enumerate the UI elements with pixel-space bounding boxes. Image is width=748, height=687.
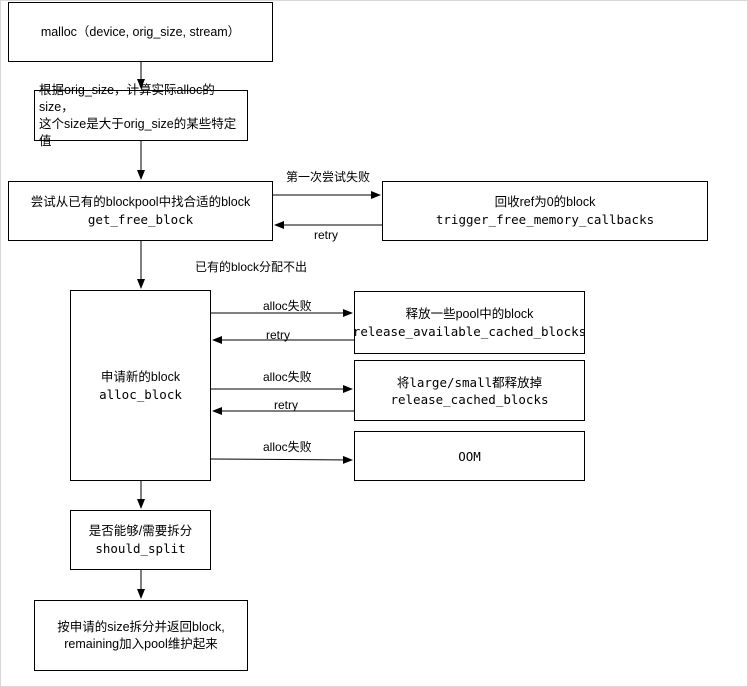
node-oom: OOM [354,431,585,481]
node-release-cached-fn: release_cached_blocks [390,391,549,407]
node-get-free-block: 尝试从已有的blockpool中找合适的block get_free_block [8,181,273,241]
node-release-available-fn: release_available_cached_blocks [352,323,587,339]
node-should-split-fn: should_split [95,541,186,556]
edge-label-retry-3: retry [274,398,298,412]
node-should-split-desc: 是否能够/需要拆分 [88,524,193,538]
edge-label-no-block: 已有的block分配不出 [195,260,308,274]
node-compute-size: 根据orig_size，计算实际alloc的size， 这个size是大于ori… [34,83,248,148]
edge-label-alloc-fail-1: alloc失败 [263,299,312,313]
arrow-alloc-to-oom [210,455,353,464]
node-release-available-desc: 释放一些pool中的block [405,306,534,321]
node-return-block: 按申请的size拆分并返回block, remaining加入pool维护起来 [34,600,248,671]
node-release-cached-desc: 将large/small都释放掉 [396,374,543,390]
edge-label-retry-1: retry [314,228,338,242]
node-should-split: 是否能够/需要拆分 should_split [70,510,211,570]
edge-label-alloc-fail-2: alloc失败 [263,370,312,384]
edge-label-first-fail: 第一次尝试失败 [286,170,371,184]
edge-label-alloc-fail-3: alloc失败 [263,440,312,454]
node-release-cached: 将large/small都释放掉 release_cached_blocks [354,360,585,421]
node-alloc-block-desc: 申请新的block [100,369,181,384]
node-get-free-block-fn: get_free_block [87,212,194,227]
node-trigger-free-fn: trigger_free_memory_callbacks [435,212,655,227]
node-get-free-block-desc: 尝试从已有的blockpool中找合适的block [30,195,251,209]
node-malloc: malloc（device, orig_size, stream） [8,2,273,62]
node-malloc-text: malloc（device, orig_size, stream） [40,24,241,39]
node-return-block-line2: remaining加入pool维护起来 [64,636,218,651]
node-release-available: 释放一些pool中的block release_available_cached… [352,291,587,354]
node-trigger-free: 回收ref为0的block trigger_free_memory_callba… [382,181,708,241]
node-compute-size-line2: 这个size是大于orig_size的某些特定值 [39,116,237,148]
node-trigger-free-desc: 回收ref为0的block [494,195,596,209]
node-alloc-block: 申请新的block alloc_block [70,290,211,481]
edge-label-retry-2: retry [266,328,290,342]
node-oom-text: OOM [458,448,481,464]
node-compute-size-line1: 根据orig_size，计算实际alloc的size， [39,82,215,114]
node-return-block-line1: 按申请的size拆分并返回block, [57,619,225,634]
node-alloc-block-fn: alloc_block [99,386,182,402]
